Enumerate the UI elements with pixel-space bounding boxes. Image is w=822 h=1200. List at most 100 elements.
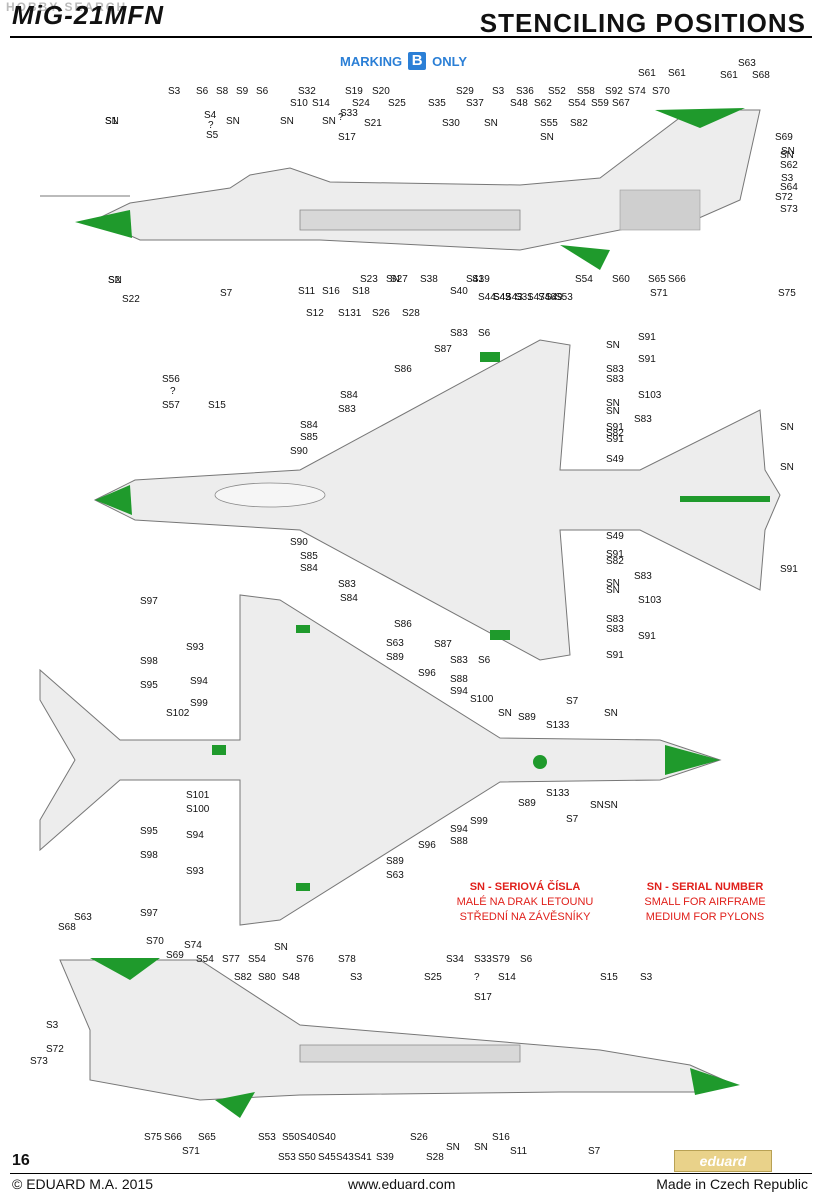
stencil-label: S85 (300, 551, 318, 562)
stencil-label: S91 (606, 434, 624, 445)
stencil-label: S7 (566, 814, 579, 825)
stencil-label: S74 (628, 86, 646, 97)
stencil-label: S103 (638, 390, 662, 401)
stencil-label: S3 (168, 86, 181, 97)
stencil-label: SN (780, 422, 794, 433)
stencil-label: SN (274, 942, 288, 953)
marking-suffix: ONLY (432, 53, 468, 69)
stencil-label: S8 (216, 86, 229, 97)
stencil-label: S91 (606, 422, 624, 433)
stencil-label: S30 (442, 118, 460, 129)
stencil-label: S73 (30, 1056, 48, 1067)
stencil-label: S131 (338, 308, 362, 319)
stencil-label: S96 (418, 668, 436, 679)
stencil-label: S63 (386, 638, 404, 649)
stencil-label: S83 (338, 404, 356, 415)
stencil-label: S41 (466, 274, 484, 285)
stencil-label: S3 (350, 972, 363, 983)
stencil-label: S91 (606, 549, 624, 560)
stencil-label: SN (606, 585, 620, 596)
legend-english: SN - SERIAL NUMBER SMALL FOR AIRFRAME ME… (630, 880, 780, 925)
stencil-label: S93 (186, 866, 204, 877)
stencil-label: S83 (450, 655, 468, 666)
legend-cz-line2: STŘEDNÍ NA ZÁVĚSNÍKY (459, 911, 591, 923)
stencil-label: S21 (364, 118, 382, 129)
stencil-label: S60 (612, 274, 630, 285)
stencil-label: S80 (258, 972, 276, 983)
stencil-label: S66 (164, 1132, 182, 1143)
stencil-label: S99 (190, 698, 208, 709)
stencil-label: S20 (372, 86, 390, 97)
stencil-label: S55 (540, 118, 558, 129)
stencil-label: S97 (140, 908, 158, 919)
bottom-view (39, 594, 722, 926)
stencil-label: S63 (74, 912, 92, 923)
stencil-label: S6 (196, 86, 209, 97)
stencil-label: S91 (638, 332, 656, 343)
stencil-label: S86 (394, 364, 412, 375)
stencil-label: S69 (775, 132, 793, 143)
eduard-logo: eduard (674, 1150, 772, 1172)
stencil-label: S14 (312, 98, 330, 109)
stencil-label: S103 (638, 595, 662, 606)
stencil-label: S42 (493, 292, 511, 303)
stencil-label: S61 (638, 68, 656, 79)
stencil-label: SN (780, 150, 794, 161)
stencil-label: S64 (780, 182, 798, 193)
stencil-label: S10 (290, 98, 308, 109)
stencil-label: S53 (258, 1132, 276, 1143)
stencil-label: S45 (493, 292, 511, 303)
stencil-label: S7 (566, 696, 579, 707)
stencil-label: ? (474, 972, 480, 983)
stencil-label: S39 (472, 274, 490, 285)
stencil-label: S87 (434, 344, 452, 355)
side-view-bottom (59, 958, 740, 1118)
page-title: MiG-21MFN (12, 0, 164, 30)
page-number: 16 (12, 1152, 30, 1169)
stencil-label: S133 (546, 788, 570, 799)
stencil-label: S39 (376, 1152, 394, 1163)
stencil-label: S6 (478, 328, 491, 339)
stencil-label: S68 (752, 70, 770, 81)
stencil-label: SN (590, 800, 604, 811)
stencil-label: S48 (282, 972, 300, 983)
stencil-label: S133 (546, 720, 570, 731)
stencil-label: S75 (778, 288, 796, 299)
stencil-label: S17 (474, 992, 492, 1003)
stencil-label: S28 (402, 308, 420, 319)
stencil-label: S83 (606, 374, 624, 385)
stencil-label: S53 (555, 292, 573, 303)
stencil-label: S84 (300, 563, 318, 574)
stencil-label: S31 (515, 292, 533, 303)
stencil-label: S89 (386, 652, 404, 663)
stencil-label: S47 (527, 292, 545, 303)
stencil-label: S98 (140, 656, 158, 667)
stencil-label: S94 (190, 676, 208, 687)
stencil-label: SN (108, 275, 122, 286)
marking-badge: B (408, 52, 427, 70)
stencil-label: S6 (520, 954, 533, 965)
stencil-label: SN (484, 118, 498, 129)
stencil-label: S95 (140, 826, 158, 837)
stencil-label: S92 (605, 86, 623, 97)
stencil-label: S49 (606, 454, 624, 465)
stencil-label: S15 (600, 972, 618, 983)
stencil-label: S26 (372, 308, 390, 319)
stencil-label: S82 (234, 972, 252, 983)
stencil-label: SN (606, 398, 620, 409)
copyright: © EDUARD M.A. 2015 (12, 1176, 154, 1192)
stencil-label: SN (446, 1142, 460, 1153)
stencil-label: S91 (606, 650, 624, 661)
stencil-label: S99 (470, 816, 488, 827)
stencil-label: S35 (428, 98, 446, 109)
website-url: www.eduard.com (348, 1176, 456, 1192)
stencil-label: S102 (166, 708, 190, 719)
stencil-label: S66 (668, 274, 686, 285)
stencil-label: S70 (652, 86, 670, 97)
marking-indicator: MARKING B ONLY (340, 52, 467, 70)
stencil-label: S95 (140, 680, 158, 691)
stencil-label: S71 (650, 288, 668, 299)
stencil-label: SN (604, 800, 618, 811)
